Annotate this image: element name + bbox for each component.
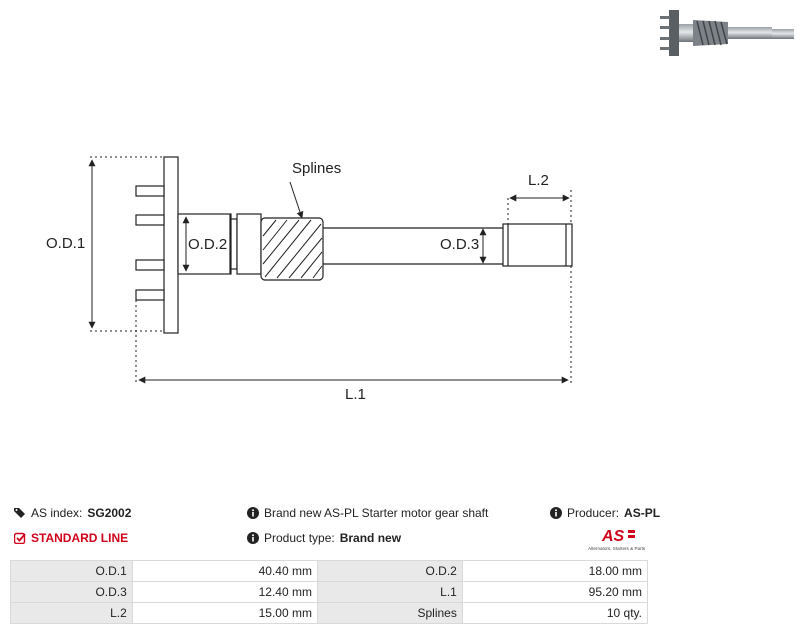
product-type-value: Brand new [339,531,402,545]
spec-label: O.D.2 [316,560,463,582]
spec-value: 10 qty. [461,602,649,624]
tags-icon [14,508,25,518]
producer-value: AS-PL [624,506,661,520]
standard-line: STANDARD LINE [14,531,128,545]
label-od3: O.D.3 [440,236,479,253]
label-od2: O.D.2 [188,236,227,253]
spec-label: L.1 [316,581,463,603]
as-index-value: SG2002 [87,506,132,520]
spec-value: 40.40 mm [131,560,318,582]
svg-text:AS: AS [601,528,625,545]
spec-label: L.2 [10,602,133,624]
label-l1: L.1 [345,386,366,403]
label-l2: L.2 [528,172,549,189]
standard-line-label: STANDARD LINE [31,531,129,545]
description: Brand new AS-PL Starter motor gear shaft [247,506,488,520]
checkbox-checked-icon [14,532,26,544]
as-pl-logo: AS Alternators, Starters & Parts [588,528,646,551]
table-row: O.D.3 12.40 mm L.1 95.20 mm [10,581,649,603]
info-icon [247,507,259,519]
spline-teeth [262,219,323,279]
spec-value: 15.00 mm [131,602,318,624]
info-icon [247,532,259,544]
as-index-label: AS index: [31,506,83,520]
description-text: Brand new AS-PL Starter motor gear shaft [264,506,489,520]
producer: Producer: AS-PL [550,506,660,520]
product-type: Product type: Brand new [247,531,401,545]
technical-drawing: O.D.1 O.D.2 O.D.3 L.1 L.2 Splines [46,10,794,403]
part-thumbnail [660,10,794,56]
spec-value: 12.40 mm [131,581,318,603]
spec-label: Splines [316,602,463,624]
info-icon [550,507,562,519]
as-index: AS index: SG2002 [14,506,131,520]
product-type-label: Product type: [264,531,335,545]
label-od1: O.D.1 [46,235,85,252]
table-row: L.2 15.00 mm Splines 10 qty. [10,602,649,624]
table-row: O.D.1 40.40 mm O.D.2 18.00 mm [10,560,649,582]
svg-text:Alternators, Starters & Parts: Alternators, Starters & Parts [588,546,646,551]
dimension-lines [88,156,572,384]
label-splines: Splines [292,160,341,177]
producer-label: Producer: [567,506,620,520]
spec-label: O.D.1 [10,560,133,582]
spec-value: 18.00 mm [461,560,649,582]
spec-label: O.D.3 [10,581,133,603]
spec-value: 95.20 mm [461,581,649,603]
specs-table: O.D.1 40.40 mm O.D.2 18.00 mm O.D.3 12.4… [10,560,649,624]
